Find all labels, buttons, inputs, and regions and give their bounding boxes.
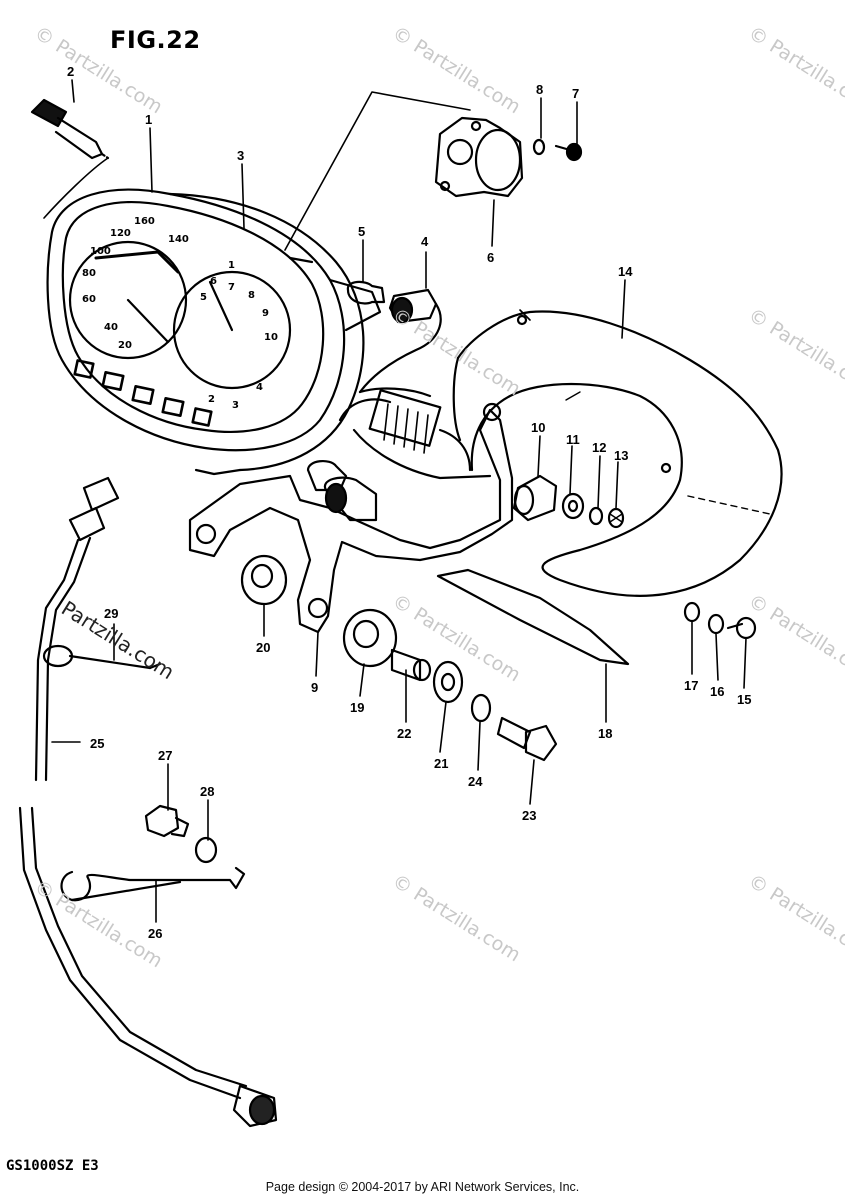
callout-23: 23: [522, 808, 536, 823]
gauge-number: 6: [210, 276, 217, 287]
callout-26: 26: [148, 926, 162, 941]
footer-copyright: Page design © 2004-2017 by ARI Network S…: [265, 1180, 580, 1194]
model-code: GS1000SZ E3: [6, 1158, 99, 1174]
wire-harness: [338, 387, 492, 480]
callout-8: 8: [536, 82, 543, 97]
part-17-washer: [683, 601, 701, 623]
part-9-meter-bracket: [188, 402, 514, 634]
callout-18: 18: [598, 726, 612, 741]
part-23-bolt: [496, 716, 558, 762]
part-13-nut: [607, 507, 625, 529]
part-15-screw: [726, 616, 757, 640]
callout-4: 4: [421, 234, 429, 249]
callout-29: 29: [104, 606, 118, 621]
callout-11: 11: [566, 432, 580, 447]
gauge-number: 40: [104, 322, 118, 333]
callout-14: 14: [618, 264, 633, 279]
gauge-number: 60: [82, 294, 96, 305]
part-19-cushion: [342, 608, 398, 668]
gauge-number: 100: [90, 246, 111, 257]
gauge-number: 120: [110, 228, 131, 239]
callout-19: 19: [350, 700, 364, 715]
part-4-bulb-socket: [358, 288, 442, 394]
gauge-number: 7: [228, 282, 235, 293]
callout-28: 28: [200, 784, 214, 799]
callout-12: 12: [592, 440, 606, 455]
callout-7: 7: [572, 86, 579, 101]
callout-1: 1: [145, 112, 152, 127]
part-11-collar: [561, 492, 585, 520]
gauge-number: 5: [200, 292, 207, 303]
callout-27: 27: [158, 748, 172, 763]
part-25-speedometer-cable: [18, 476, 278, 1128]
part-27-bolt: [144, 804, 190, 838]
callout-20: 20: [256, 640, 270, 655]
callout-17: 17: [684, 678, 698, 693]
part-12-washer: [588, 506, 604, 526]
gauge-number: 2: [208, 394, 215, 405]
gauge-number: 3: [232, 400, 239, 411]
gauge-number: 4: [256, 382, 263, 393]
part-16-lock-washer: [707, 613, 725, 635]
callout-5: 5: [358, 224, 365, 239]
gauge-number: 8: [248, 290, 255, 301]
part-8-washer: [532, 138, 546, 156]
part-14-meter-cover: [452, 309, 783, 597]
figure-title: FIG.22: [110, 26, 201, 54]
part-29-cable-clamp: [42, 644, 162, 670]
callout-16: 16: [710, 684, 724, 699]
callout-10: 10: [531, 420, 545, 435]
callout-15: 15: [737, 692, 751, 707]
gauge-number: 1: [228, 260, 235, 271]
callout-21: 21: [434, 756, 448, 771]
callout-24: 24: [468, 774, 483, 789]
part-26-cable-clamp: [60, 866, 246, 902]
callout-9: 9: [311, 680, 318, 695]
callout-13: 13: [614, 448, 628, 463]
part-18-gasket: [436, 568, 630, 666]
part-24-lock-washer: [470, 693, 492, 723]
gauge-number: 10: [264, 332, 278, 343]
part-6-socket: [434, 116, 524, 198]
part-1-meter-assembly: [46, 188, 346, 452]
gauge-number: 9: [262, 308, 269, 319]
part-7-screw: [554, 142, 583, 162]
callout-25: 25: [90, 736, 104, 751]
gauge-number: 20: [118, 340, 132, 351]
part-28-washer: [194, 836, 218, 864]
callout-6: 6: [487, 250, 494, 265]
part-20-cushion: [240, 554, 288, 606]
part-21-washer: [432, 660, 464, 704]
gauge-number: 80: [82, 268, 96, 279]
part-22-collar: [390, 648, 432, 682]
callout-3: 3: [237, 148, 244, 163]
callout-2: 2: [67, 64, 74, 79]
gauge-number: 160: [134, 216, 155, 227]
part-5-bulb: [346, 280, 386, 305]
gauge-number: 140: [168, 234, 189, 245]
part-10-rubber-grommet: [512, 474, 558, 522]
part-2-cable-cap: [30, 98, 110, 160]
callout-22: 22: [397, 726, 411, 741]
